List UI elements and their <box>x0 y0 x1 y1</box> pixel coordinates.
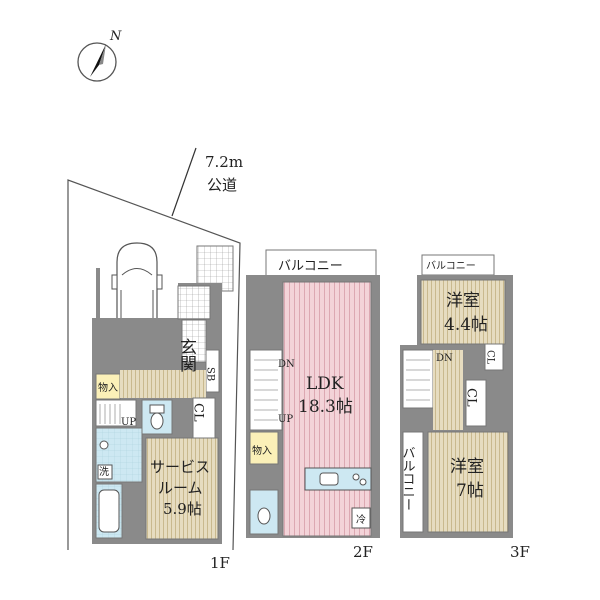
wash-label: 洗 <box>99 466 109 478</box>
room1-size: 4.4帖 <box>444 315 488 335</box>
ldk-label: LDK <box>306 374 344 394</box>
site-boundary <box>67 179 241 551</box>
floor-3f <box>400 254 513 538</box>
room2-size: 7帖 <box>456 481 484 501</box>
storage-1f-label: 物入 <box>98 381 118 394</box>
balcony-3f-side-label: バルコニー <box>400 446 416 511</box>
closet1-3f-label: CL <box>485 350 496 365</box>
floor-2f <box>246 249 380 538</box>
floor-1f <box>92 283 222 544</box>
road-type: 公道 <box>207 176 237 194</box>
fridge-label: 冷 <box>356 513 366 526</box>
up-1f-label: UP <box>121 417 136 428</box>
entrance-label: 玄関 <box>176 338 196 372</box>
floor-2f-label: 2F <box>353 543 373 561</box>
room1-label: 洋室 <box>446 291 480 311</box>
site-bollard <box>96 268 100 318</box>
up-2f-label: UP <box>278 414 293 425</box>
dn-3f-label: DN <box>436 353 453 364</box>
road-width: 7.2m <box>205 153 243 171</box>
floor-1f-label: 1F <box>210 554 230 572</box>
floor-3f-label: 3F <box>510 543 530 561</box>
room2-label: 洋室 <box>450 457 484 477</box>
service-room-size: 5.9帖 <box>163 500 202 518</box>
closet-1f-label: CL <box>191 403 206 422</box>
dn-2f-label: DN <box>278 359 295 370</box>
ldk-size: 18.3帖 <box>298 397 353 417</box>
compass-icon: N <box>77 29 122 82</box>
road-annotation: 7.2m 公道 <box>171 147 243 217</box>
service-room-label-2: ルーム <box>158 479 203 497</box>
shoe-box-label: SB <box>205 367 216 381</box>
closet2-3f-label: CL <box>464 388 479 407</box>
north-label: N <box>109 29 122 44</box>
storage-2f-label: 物入 <box>252 444 272 457</box>
balcony-2f-label: バルコニー <box>278 259 343 274</box>
balcony-3f-top-label: バルコニー <box>426 260 476 272</box>
service-room-label: サービス <box>150 458 210 476</box>
